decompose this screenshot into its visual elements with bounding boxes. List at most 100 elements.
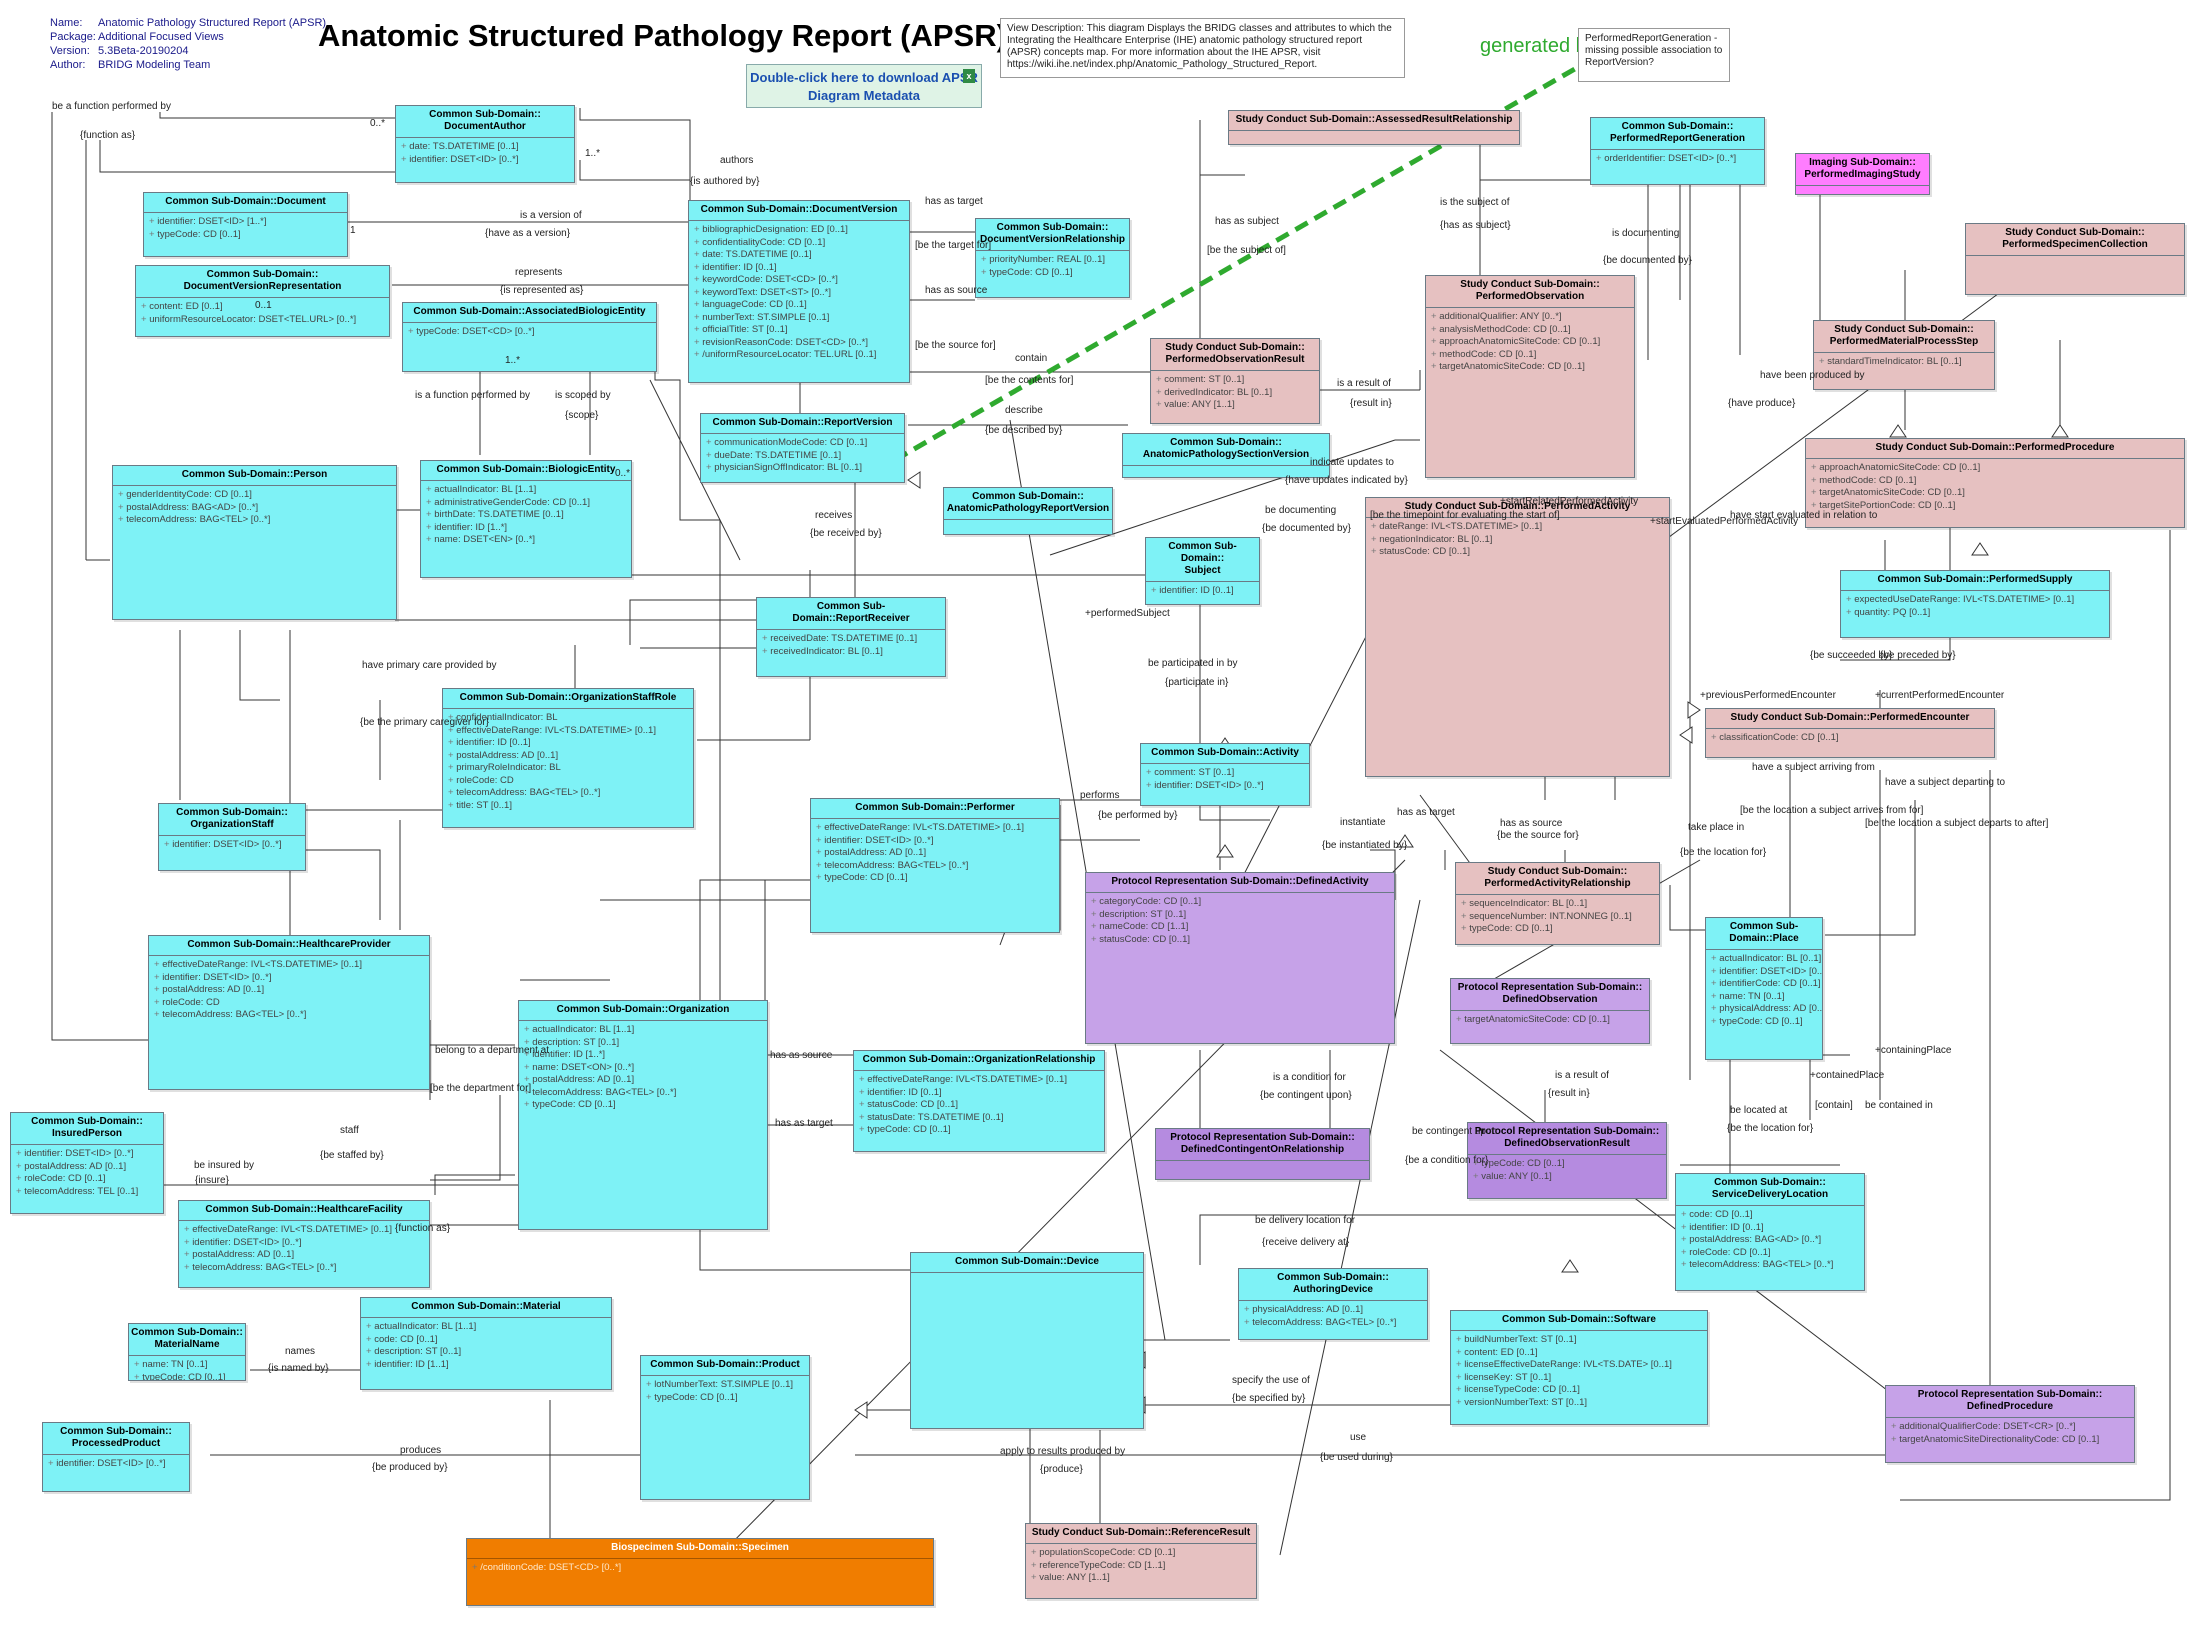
class-box[interactable]: Common Sub-Domain::Subjectidentifier: ID… xyxy=(1145,537,1260,605)
association-label: be participated in by xyxy=(1148,658,1238,669)
class-box[interactable]: Study Conduct Sub-Domain::PerformedEncou… xyxy=(1705,708,1995,758)
class-box[interactable]: Common Sub-Domain::PersongenderIdentityC… xyxy=(112,465,397,620)
class-box[interactable]: Study Conduct Sub-Domain::PerformedActiv… xyxy=(1365,497,1670,777)
class-box[interactable]: Common Sub-Domain::Activitycomment: ST [… xyxy=(1140,743,1310,806)
association-label: {insure} xyxy=(195,1175,229,1186)
class-box[interactable]: Study Conduct Sub-Domain::PerformedMater… xyxy=(1813,320,1995,390)
download-metadata-button[interactable]: Double-click here to download APSR Diagr… xyxy=(746,64,982,108)
class-attribute: languageCode: CD [0..1] xyxy=(694,299,904,312)
association-label: has as target xyxy=(775,1118,833,1129)
class-box[interactable]: Common Sub-Domain::PerformedReportGenera… xyxy=(1590,117,1765,185)
association-label: {be a condition for} xyxy=(1405,1155,1489,1166)
association-label: has as source xyxy=(925,285,988,296)
class-attributes: receivedDate: TS.DATETIME [0..1]received… xyxy=(757,630,945,661)
class-attribute: name: DSET<EN> [0..*] xyxy=(426,534,626,547)
class-box[interactable]: Study Conduct Sub-Domain::ReferenceResul… xyxy=(1025,1523,1257,1599)
class-box[interactable]: Common Sub-Domain::DocumentVersionbiblio… xyxy=(688,200,910,383)
class-attribute: targetAnatomicSiteCode: CD [0..1] xyxy=(1811,487,2179,500)
class-box[interactable]: Common Sub-Domain::SoftwarebuildNumberTe… xyxy=(1450,1310,1708,1425)
multiplicity-label: 1 xyxy=(350,225,356,236)
class-attribute: targetAnatomicSiteCode: CD [0..1] xyxy=(1456,1014,1644,1027)
class-box[interactable]: Common Sub-Domain::ProductlotNumberText:… xyxy=(640,1355,810,1500)
class-box[interactable]: Study Conduct Sub-Domain::AssessedResult… xyxy=(1228,110,1520,145)
class-attributes: classificationCode: CD [0..1] xyxy=(1706,729,1994,748)
class-box[interactable]: Common Sub-Domain::OrganizationStaffiden… xyxy=(158,803,306,871)
class-name: Common Sub-Domain::PerformedSupply xyxy=(1841,571,2109,591)
class-name: Study Conduct Sub-Domain::PerformedEncou… xyxy=(1706,709,1994,729)
class-box[interactable]: Common Sub-Domain::AssociatedBiologicEnt… xyxy=(402,302,657,372)
class-box[interactable]: Imaging Sub-Domain::PerformedImagingStud… xyxy=(1795,153,1930,195)
association-label: {be documented by} xyxy=(1262,523,1351,534)
class-box[interactable]: Protocol Representation Sub-Domain::Defi… xyxy=(1885,1385,2135,1463)
class-box[interactable]: Common Sub-Domain::OrganizationStaffRole… xyxy=(442,688,694,828)
class-box[interactable]: Common Sub-Domain::PerformereffectiveDat… xyxy=(810,798,1060,933)
class-attribute: negationIndicator: BL [0..1] xyxy=(1371,534,1664,547)
class-attribute: identifier: ID [0..1] xyxy=(1681,1222,1859,1235)
class-box[interactable]: Study Conduct Sub-Domain::PerformedSpeci… xyxy=(1965,223,2185,295)
class-attributes: effectiveDateRange: IVL<TS.DATETIME> [0.… xyxy=(854,1071,1104,1140)
class-box[interactable]: Common Sub-Domain::OrganizationactualInd… xyxy=(518,1000,768,1230)
class-attributes: additionalQualifier: ANY [0..*]analysisM… xyxy=(1426,308,1634,377)
class-attribute: sequenceIndicator: BL [0..1] xyxy=(1461,898,1654,911)
class-attribute: value: ANY [1..1] xyxy=(1031,1572,1251,1585)
class-box[interactable]: Common Sub-Domain::Device xyxy=(910,1252,1144,1429)
class-attribute: identifier: DSET<ID> [0..*] xyxy=(16,1148,158,1161)
class-box[interactable]: Study Conduct Sub-Domain::PerformedProce… xyxy=(1805,438,2185,528)
class-box[interactable]: Common Sub-Domain::AuthoringDevicephysic… xyxy=(1238,1268,1428,1340)
class-attribute: identifier: ID [1..*] xyxy=(426,522,626,535)
class-attribute: identifier: ID [1..1] xyxy=(366,1359,606,1372)
class-attribute: actualIndicator: BL [1..1] xyxy=(524,1024,762,1037)
class-box[interactable]: Common Sub-Domain::DocumentVersionRepres… xyxy=(135,265,390,337)
class-attribute: expectedUseDateRange: IVL<TS.DATETIME> [… xyxy=(1846,594,2104,607)
class-attribute: bibliographicDesignation: ED [0..1] xyxy=(694,224,904,237)
class-attributes: identifier: DSET<ID> [0..*]postalAddress… xyxy=(11,1145,163,1201)
class-box[interactable]: Common Sub-Domain::ServiceDeliveryLocati… xyxy=(1675,1173,1865,1291)
class-name: Common Sub-Domain::Activity xyxy=(1141,744,1309,764)
class-box[interactable]: Common Sub-Domain::HealthcareProvidereff… xyxy=(148,935,430,1090)
class-box[interactable]: Common Sub-Domain::MaterialNamename: TN … xyxy=(128,1323,246,1381)
class-box[interactable]: Common Sub-Domain::ReportVersioncommunic… xyxy=(700,413,905,483)
association-label: {be used during} xyxy=(1320,1452,1393,1463)
class-box[interactable]: Common Sub-Domain::DocumentVersionRelati… xyxy=(975,218,1130,298)
class-box[interactable]: Common Sub-Domain::Documentidentifier: D… xyxy=(143,192,348,257)
class-name: Common Sub-Domain::Material xyxy=(361,1298,611,1318)
class-box[interactable]: Common Sub-Domain::DocumentAuthordate: T… xyxy=(395,105,575,183)
missing-association-note: PerformedReportGeneration - missing poss… xyxy=(1578,28,1730,82)
class-box[interactable]: Common Sub-Domain::BiologicEntityactualI… xyxy=(420,460,632,578)
class-attribute: identifier: ID [0..1] xyxy=(1151,585,1254,598)
class-box[interactable]: Common Sub-Domain::ProcessedProductident… xyxy=(42,1422,190,1492)
class-attribute: content: ED [0..1] xyxy=(141,301,384,314)
class-attribute: typeCode: CD [0..1] xyxy=(524,1099,762,1112)
class-attribute: sequenceNumber: INT.NONNEG [0..1] xyxy=(1461,911,1654,924)
class-attribute: postalAddress: AD [0..1] xyxy=(524,1074,762,1087)
class-box[interactable]: Common Sub-Domain::AnatomicPathologySect… xyxy=(1122,433,1330,478)
class-name: Common Sub-Domain::HealthcareProvider xyxy=(149,936,429,956)
class-box[interactable]: Common Sub-Domain::PerformedSupplyexpect… xyxy=(1840,570,2110,638)
class-box[interactable]: Study Conduct Sub-Domain::PerformedObser… xyxy=(1150,338,1320,424)
class-box[interactable]: Study Conduct Sub-Domain::PerformedObser… xyxy=(1425,275,1635,478)
class-box[interactable]: Common Sub-Domain::InsuredPersonidentifi… xyxy=(10,1112,164,1214)
class-box[interactable]: Common Sub-Domain::AnatomicPathologyRepo… xyxy=(943,487,1113,535)
class-box[interactable]: Common Sub-Domain::PlaceactualIndicator:… xyxy=(1705,917,1823,1060)
association-label: {be performed by} xyxy=(1098,810,1178,821)
class-box[interactable]: Common Sub-Domain::ReportReceiverreceive… xyxy=(756,597,946,677)
association-label: {is represented as} xyxy=(500,285,584,296)
class-box[interactable]: Protocol Representation Sub-Domain::Defi… xyxy=(1467,1122,1667,1199)
class-box[interactable]: Study Conduct Sub-Domain::PerformedActiv… xyxy=(1455,862,1660,945)
association-label: be contingent upon xyxy=(1412,1126,1498,1137)
class-box[interactable]: Common Sub-Domain::MaterialactualIndicat… xyxy=(360,1297,612,1390)
class-box[interactable]: Common Sub-Domain::OrganizationRelations… xyxy=(853,1050,1105,1152)
class-box[interactable]: Protocol Representation Sub-Domain::Defi… xyxy=(1155,1128,1370,1180)
class-attributes: buildNumberText: ST [0..1]content: ED [0… xyxy=(1451,1331,1707,1412)
class-box[interactable]: Biospecimen Sub-Domain::Specimen/conditi… xyxy=(466,1538,934,1606)
association-label: [be the subject of] xyxy=(1207,245,1286,256)
class-box[interactable]: Protocol Representation Sub-Domain::Defi… xyxy=(1085,872,1395,1044)
meta-value: 5.3Beta-20190204 xyxy=(98,45,189,57)
class-box[interactable]: Common Sub-Domain::HealthcareFacilityeff… xyxy=(178,1200,430,1288)
class-name: Common Sub-Domain::DocumentAuthor xyxy=(396,106,574,138)
class-name: Study Conduct Sub-Domain::AssessedResult… xyxy=(1229,111,1519,131)
class-box[interactable]: Protocol Representation Sub-Domain::Defi… xyxy=(1450,978,1650,1044)
class-attribute: telecomAddress: BAG<TEL> [0..*] xyxy=(118,514,391,527)
class-attribute: physicalAddress: AD [0..1] xyxy=(1711,1003,1822,1016)
